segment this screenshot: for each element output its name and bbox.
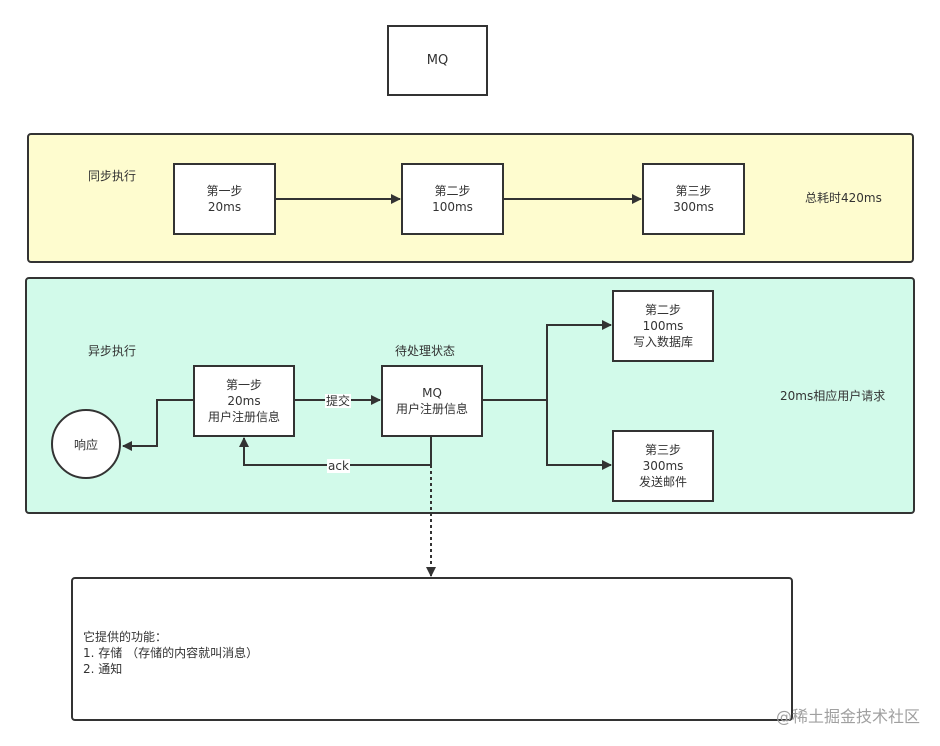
sync-total-time: 总耗时420ms [805,191,882,205]
note-line-title: 它提供的功能： [83,630,168,644]
note-line-storage: 1. 存储 （存储的内容就叫消息） [83,646,259,660]
async-step-1: 第一步 20ms 用户注册信息 [193,365,295,437]
sync-step-2-time: 100ms [432,200,473,214]
response-node: 响应 [51,409,121,479]
async-step-3-name: 第三步 [644,443,681,457]
async-summary: 20ms相应用户请求 [780,389,886,403]
async-step-2-desc: 写入数据库 [632,335,693,349]
mq-node: MQ 用户注册信息 [381,365,483,437]
sync-panel-title: 同步执行 [88,169,137,183]
async-step-2: 第二步 100ms 写入数据库 [612,290,714,362]
async-step-1-time: 20ms [227,394,261,408]
note-text: 它提供的功能： 1. 存储 （存储的内容就叫消息） 2. 通知 [83,629,258,677]
async-step-3: 第三步 300ms 发送邮件 [612,430,714,502]
mq-node-name: MQ [422,386,442,400]
mq-title-box: MQ [387,25,488,96]
async-step-1-desc: 用户注册信息 [207,410,280,424]
sync-step-3-name: 第三步 [675,184,712,198]
mq-title-label: MQ [426,52,449,68]
sync-step-2-name: 第二步 [434,184,471,198]
sync-step-2: 第二步 100ms [401,163,504,235]
async-step-1-name: 第一步 [225,378,262,392]
sync-step-1: 第一步 20ms [173,163,276,235]
ack-edge-label: ack [327,459,350,473]
mq-features-note: 它提供的功能： 1. 存储 （存储的内容就叫消息） 2. 通知 [71,577,793,721]
sync-step-1-time: 20ms [207,200,242,214]
async-panel-title: 异步执行 [88,344,137,358]
async-step-2-time: 100ms [642,319,684,333]
async-step-3-desc: 发送邮件 [638,475,687,489]
sync-step-1-name: 第一步 [206,184,243,198]
submit-edge-label: 提交 [325,394,352,408]
mq-node-desc: 用户注册信息 [395,402,468,416]
async-step-2-name: 第二步 [644,303,681,317]
async-step-3-time: 300ms [642,459,684,473]
note-line-notify: 2. 通知 [83,662,123,676]
watermark: @稀土掘金技术社区 [775,707,920,726]
response-label: 响应 [73,437,98,452]
sync-step-3: 第三步 300ms [642,163,745,235]
sync-step-3-time: 300ms [673,200,714,214]
mq-pending-caption: 待处理状态 [395,344,456,358]
